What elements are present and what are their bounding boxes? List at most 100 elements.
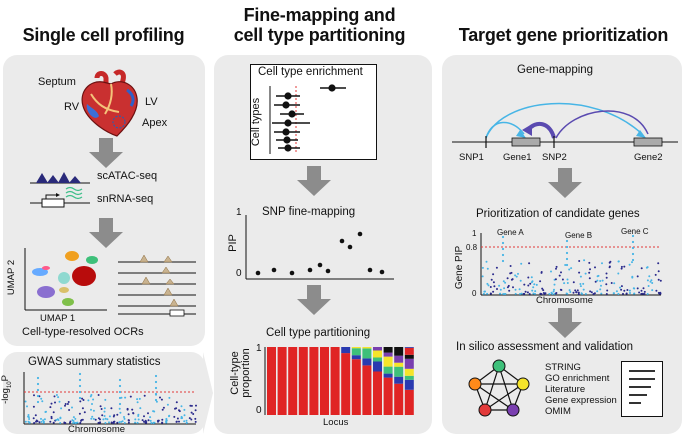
plot-peak-dot <box>36 400 40 404</box>
plot-dot <box>137 415 140 417</box>
plot-peak-dot <box>118 396 122 400</box>
network-graph-icon <box>468 359 530 417</box>
plot-dot <box>44 411 47 413</box>
plot-dot <box>83 411 86 414</box>
prior-tick-08: 0.8 <box>466 243 478 252</box>
plot-dot <box>24 400 27 403</box>
plot-dot <box>63 422 66 424</box>
plot-dot <box>577 291 580 294</box>
plot-dot <box>99 421 102 424</box>
plot-dot <box>123 417 126 420</box>
prior-tick-1: 1 <box>472 229 477 238</box>
plot-dot <box>24 420 27 423</box>
plot-dot <box>159 396 161 399</box>
plot-dot <box>183 408 186 411</box>
prior-title: Prioritization of candidate genes <box>476 208 640 220</box>
plot-dot <box>166 403 169 406</box>
plot-dot <box>113 414 116 417</box>
down-arrow-6 <box>548 308 582 338</box>
plot-dot <box>548 293 551 295</box>
plot-dot <box>40 397 43 400</box>
partition-bar-segment <box>383 373 393 378</box>
plot-dot <box>155 400 158 403</box>
plot-dot <box>486 292 489 295</box>
plot-dot <box>617 260 620 263</box>
plot-dot <box>502 280 505 283</box>
partition-bar-segment <box>404 379 414 390</box>
scatac-peaks-icon <box>30 172 90 184</box>
plot-dot <box>596 290 599 293</box>
plot-dot <box>174 407 176 410</box>
plot-dot <box>49 406 52 409</box>
plot-dot <box>134 421 137 424</box>
plot-dot <box>520 292 523 295</box>
plot-dot <box>173 415 176 418</box>
plot-dot <box>588 271 591 274</box>
plot-dot <box>572 291 575 294</box>
plot-dot <box>615 290 618 293</box>
partition-tick-1: 1 <box>256 343 262 354</box>
plot-dot <box>514 288 517 291</box>
umap-x-label: UMAP 1 <box>40 313 76 324</box>
plot-dot <box>544 292 547 295</box>
plot-dot <box>90 394 93 396</box>
plot-dot <box>112 422 115 424</box>
plot-dot <box>550 291 553 294</box>
plot-dot <box>566 282 569 284</box>
plot-dot <box>632 287 635 290</box>
plot-dot <box>40 420 43 423</box>
plot-dot <box>493 285 496 288</box>
heart-label-rv: RV <box>64 101 80 113</box>
partition-bar-segment <box>394 366 404 377</box>
plot-dot <box>650 279 653 282</box>
plot-dot <box>53 395 56 398</box>
partition-bar-segment <box>298 347 308 415</box>
plot-peak-dot <box>501 235 505 239</box>
plot-peak-dot <box>78 372 82 376</box>
plot-peak-dot <box>78 396 82 400</box>
assay-scatac-label: scATAC-seq <box>97 170 158 182</box>
plot-dot <box>584 293 587 295</box>
plot-dot <box>528 293 531 295</box>
plot-dot <box>533 283 536 286</box>
plot-dot <box>74 417 77 420</box>
plot-peak-dot <box>118 378 122 382</box>
plot-dot <box>92 417 95 420</box>
gwas-x-label: Chromosome <box>68 424 126 435</box>
plot-dot <box>189 404 192 407</box>
plot-dot <box>143 415 145 418</box>
partition-bar-segment <box>320 347 329 415</box>
partition-bar-segment <box>373 357 382 362</box>
plot-dot <box>116 413 119 416</box>
method-go-enrichment: GO enrichment <box>545 373 610 384</box>
plot-dot <box>136 401 139 404</box>
plot-dot <box>128 419 130 422</box>
plot-dot <box>600 284 602 287</box>
plot-dot <box>527 284 530 287</box>
plot-dot <box>127 413 130 416</box>
plot-dot <box>101 414 104 417</box>
plot-dot <box>623 289 626 292</box>
plot-dot <box>588 261 591 264</box>
header-fine-mapping-line2: cell type partitioning <box>233 25 406 45</box>
heart-label-lv: LV <box>145 96 158 108</box>
plot-dot <box>55 419 58 421</box>
partition-bar-segment <box>309 347 319 415</box>
plot-dot <box>143 420 145 423</box>
plot-dot <box>504 281 507 284</box>
partition-bar-segment <box>383 356 393 367</box>
plot-peak-dot <box>118 384 122 388</box>
plot-dot <box>104 422 107 424</box>
method-gene-expression: Gene expression <box>545 395 617 406</box>
plot-dot <box>487 284 490 287</box>
plot-dot <box>79 400 82 403</box>
plot-dot <box>510 278 513 281</box>
plot-dot <box>519 279 522 282</box>
plot-dot <box>97 421 100 424</box>
plot-dot <box>104 417 107 420</box>
plot-peak-dot <box>36 376 40 380</box>
ocr-peak-tracks <box>118 254 196 317</box>
gwas-title: GWAS summary statistics <box>28 356 161 368</box>
plot-dot <box>659 279 662 282</box>
partition-bar-segment <box>394 347 404 356</box>
